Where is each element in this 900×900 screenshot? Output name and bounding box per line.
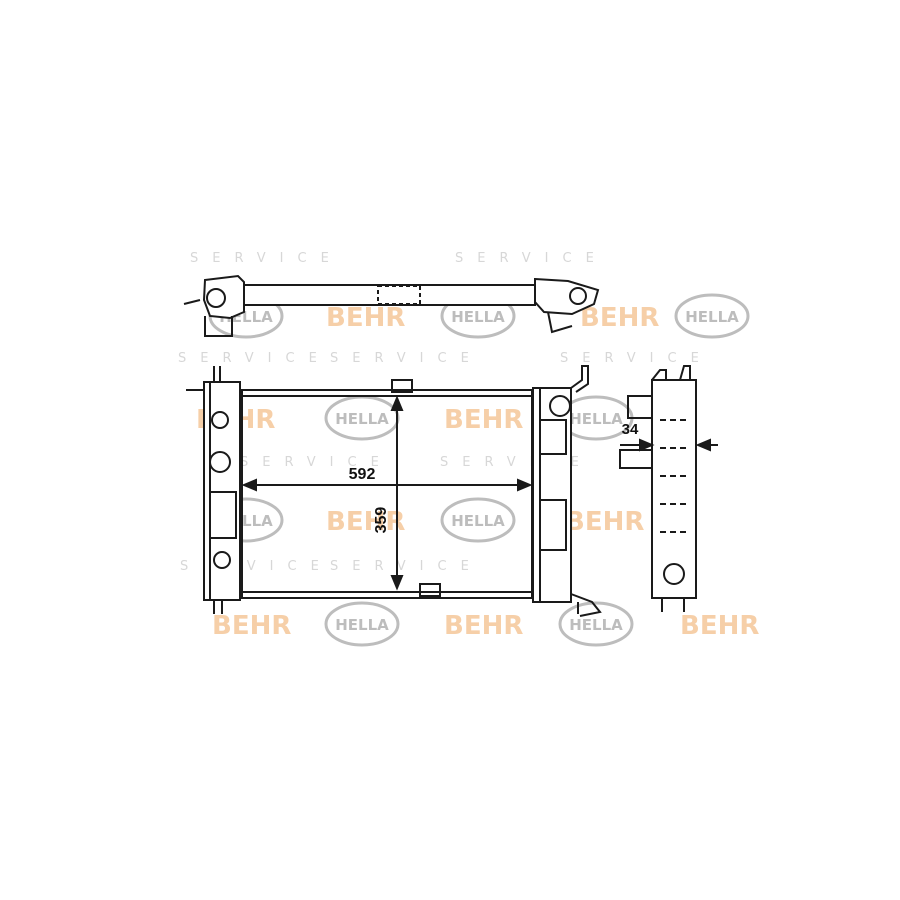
watermark-hella-logo-9: HELLA	[558, 601, 634, 647]
watermark-behr-2: BEHR	[580, 303, 659, 333]
watermark-hella-logo-2: HELLA	[674, 293, 750, 339]
watermark-service-row-1: SERVICE	[190, 251, 343, 266]
dimension-depth-label: 34	[622, 421, 639, 438]
svg-text:HELLA: HELLA	[451, 512, 505, 530]
svg-text:HELLA: HELLA	[569, 410, 623, 428]
watermark-service-row-4: SERVICE	[180, 559, 333, 574]
svg-text:HELLA: HELLA	[335, 410, 389, 428]
svg-text:HELLA: HELLA	[451, 308, 505, 326]
watermark-behr-6: BEHR	[565, 507, 644, 537]
top-view-core-bar	[239, 284, 536, 306]
watermark-behr-1: BEHR	[326, 303, 405, 333]
dimension-height	[390, 395, 404, 591]
svg-text:HELLA: HELLA	[569, 616, 623, 634]
dimension-width	[241, 478, 533, 492]
front-view-bottom-bracket	[419, 583, 441, 597]
side-view	[619, 365, 697, 612]
watermark-service-row-4b: SERVICE	[330, 559, 483, 574]
watermark-behr-5: BEHR	[326, 507, 405, 537]
watermark-behr-4: BEHR	[444, 405, 523, 435]
watermark-service-row-2: SERVICE	[178, 351, 331, 366]
watermark-hella-logo-4: HELLA	[324, 395, 400, 441]
watermark-hella-logo-7: HELLA	[440, 497, 516, 543]
watermark-behr-8: BEHR	[444, 611, 523, 641]
front-view-top-bracket	[391, 379, 413, 393]
side-view-port	[663, 563, 685, 585]
top-view-left-drain	[204, 316, 233, 337]
watermark-service-row-2b: SERVICE	[330, 351, 483, 366]
top-view-left-cap	[206, 288, 226, 308]
watermark-behr-7: BEHR	[212, 611, 291, 641]
front-view-left-port-bottom	[213, 551, 231, 569]
front-view-left-port-mid	[209, 451, 231, 473]
top-view-right-tank	[534, 277, 600, 316]
watermark-service-row-3: SERVICE	[240, 455, 393, 470]
watermark-service-row-1b: SERVICE	[455, 251, 608, 266]
top-view-right-outlet	[547, 311, 573, 334]
watermark-service-row-2c: SERVICE	[560, 351, 713, 366]
dimension-width-label: 592	[349, 466, 376, 483]
top-view-center-bracket	[377, 285, 421, 305]
watermark-hella-logo-8: HELLA	[324, 601, 400, 647]
svg-text:HELLA: HELLA	[685, 308, 739, 326]
front-view	[186, 365, 602, 617]
front-view-left-port-top	[211, 411, 229, 429]
side-view-body	[651, 379, 697, 599]
watermark-behr-9: BEHR	[680, 611, 759, 641]
dimension-height-label: 359	[373, 507, 390, 534]
front-view-right-cap	[549, 395, 571, 417]
top-view-right-cap	[569, 287, 587, 305]
svg-text:HELLA: HELLA	[335, 616, 389, 634]
dimension-depth	[620, 438, 718, 452]
top-view	[183, 274, 600, 337]
